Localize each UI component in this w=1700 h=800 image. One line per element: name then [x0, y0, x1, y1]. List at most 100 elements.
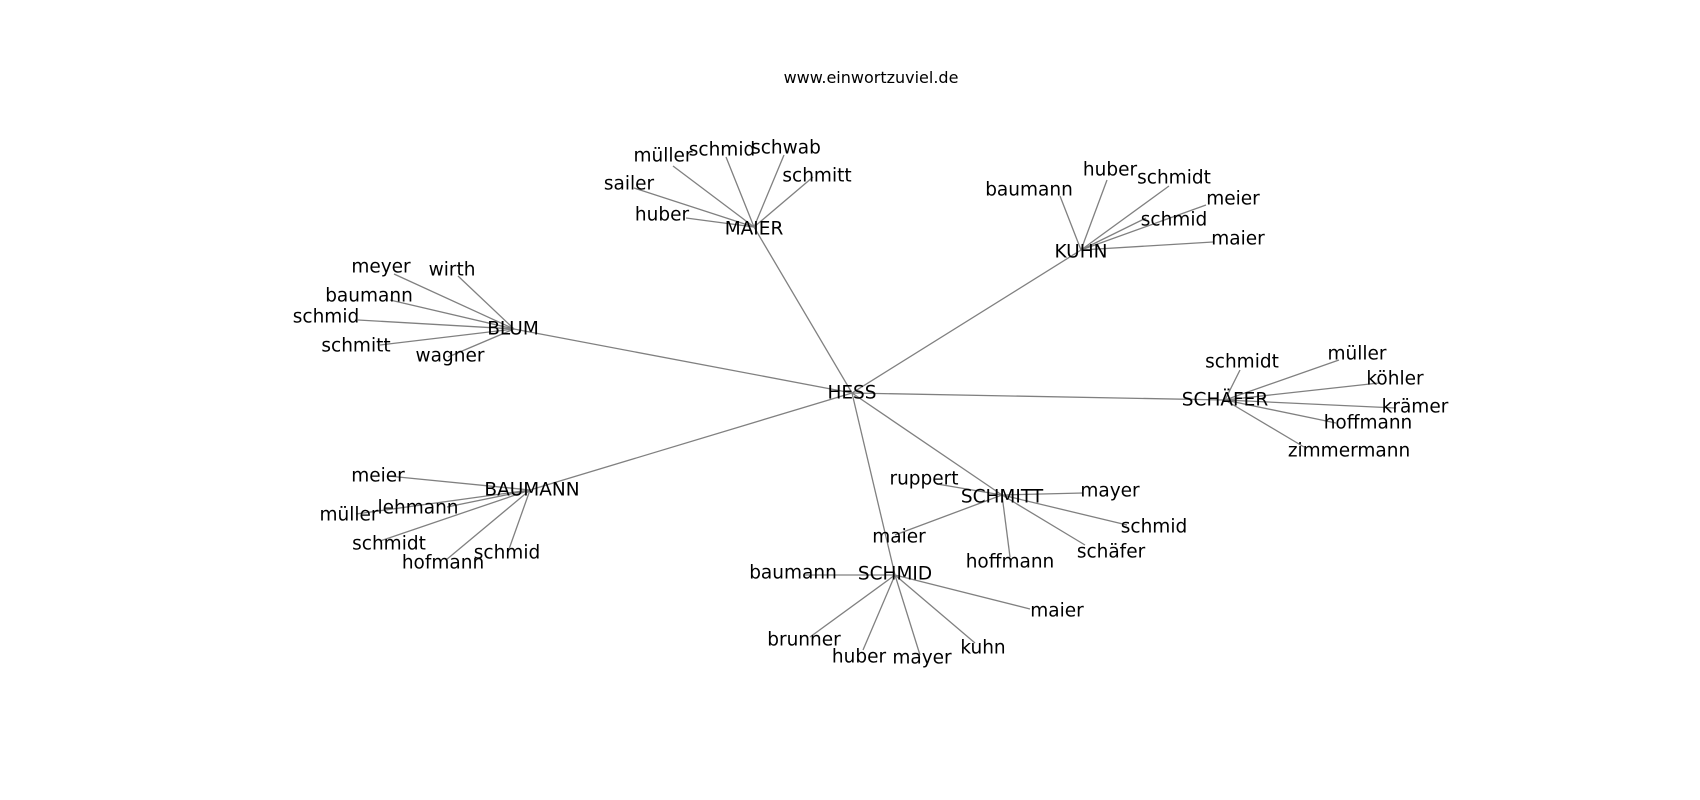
- edge-schmid-huber: [862, 574, 896, 651]
- edge-baumann-hofmann: [445, 489, 531, 561]
- edge-hess-schmitt: [851, 392, 1003, 496]
- edge-maier-schwab: [753, 154, 785, 228]
- node-member-maier-schwab: schwab: [751, 138, 821, 159]
- edge-baumann-mueller: [355, 489, 531, 515]
- edge-schaefer-kraemer: [1224, 399, 1397, 409]
- edge-schmitt-schaefer: [1001, 494, 1086, 546]
- edge-kuhn-meier: [1080, 204, 1207, 251]
- node-member-schaefer-hoffmann: hoffmann: [1324, 413, 1413, 434]
- edge-kuhn-schmid: [1080, 217, 1147, 251]
- edge-schaefer-zimmermann: [1224, 399, 1305, 448]
- edge-schaefer-schmidt: [1224, 369, 1241, 401]
- node-member-schmitt-mayer: mayer: [1080, 481, 1140, 502]
- edge-blum-baumann: [389, 299, 515, 330]
- edge-maier-huber: [685, 217, 755, 228]
- node-member-schmitt-schaefer: schäfer: [1077, 542, 1146, 563]
- edge-kuhn-schmidt: [1080, 185, 1170, 251]
- node-member-schaefer-kraemer: krämer: [1382, 397, 1449, 418]
- edge-schmitt-mayer: [1001, 492, 1084, 496]
- edge-blum-wirth: [457, 275, 515, 330]
- node-group-kuhn: KUHN: [1055, 242, 1108, 263]
- node-group-schmitt: SCHMITT: [961, 487, 1044, 508]
- edge-hess-schmid: [851, 392, 896, 576]
- node-member-baumann-mueller: müller: [319, 505, 378, 526]
- node-group-baumann: BAUMANN: [484, 480, 579, 501]
- node-member-maier-huber: huber: [635, 205, 690, 226]
- node-member-schmid-kuhn: kuhn: [960, 638, 1005, 659]
- node-group-schaefer: SCHÄFER: [1182, 390, 1269, 411]
- node-member-schaefer-zimmermann: zimmermann: [1288, 441, 1410, 462]
- edge-maier-schmitt: [753, 176, 814, 228]
- node-member-schmid-brunner: brunner: [767, 630, 841, 651]
- edge-blum-wagner: [447, 328, 515, 358]
- node-member-blum-schmid: schmid: [293, 307, 359, 328]
- node-member-blum-schmitt: schmitt: [321, 336, 390, 357]
- node-group-schmid: SCHMID: [858, 564, 932, 585]
- node-member-blum-meyer: meyer: [351, 257, 411, 278]
- node-member-schmid-maier: maier: [1030, 601, 1084, 622]
- node-member-schmitt-schmid: schmid: [1121, 517, 1187, 538]
- node-member-kuhn-schmid: schmid: [1141, 210, 1207, 231]
- node-member-baumann-hofmann: hofmann: [402, 553, 484, 574]
- node-member-kuhn-maier: maier: [1211, 229, 1265, 250]
- edge-kuhn-baumann: [1059, 195, 1082, 251]
- label-layer: HESSMAIERmüllerschmidschwabschmittsailer…: [293, 138, 1449, 669]
- node-center-hess: HESS: [827, 383, 876, 404]
- node-member-schmid-baumann: baumann: [749, 563, 837, 584]
- edge-baumann-schmid: [507, 489, 531, 553]
- node-member-maier-schmid: schmid: [689, 140, 755, 161]
- diagram-title: www.einwortzuviel.de: [783, 68, 959, 87]
- node-member-kuhn-schmidt: schmidt: [1137, 168, 1211, 189]
- node-member-baumann-schmidt: schmidt: [352, 534, 426, 555]
- node-member-kuhn-meier: meier: [1206, 189, 1260, 210]
- edge-maier-mueller: [672, 165, 755, 228]
- edge-schaefer-hoffmann: [1224, 399, 1337, 424]
- edge-layer: [355, 154, 1397, 656]
- edge-schaefer-koehler: [1224, 382, 1380, 401]
- node-member-blum-baumann: baumann: [325, 286, 413, 307]
- edge-kuhn-huber: [1080, 179, 1108, 251]
- edge-schmitt-hoffmann: [1001, 494, 1011, 558]
- node-member-schmitt-maier: maier: [872, 527, 926, 548]
- node-group-blum: BLUM: [487, 319, 539, 340]
- node-member-maier-mueller: müller: [633, 146, 692, 167]
- node-member-kuhn-baumann: baumann: [985, 180, 1073, 201]
- node-member-kuhn-huber: huber: [1083, 160, 1138, 181]
- edge-maier-sailer: [633, 187, 755, 228]
- edge-schmitt-schmid: [1001, 494, 1128, 526]
- node-member-schmitt-hoffmann: hoffmann: [966, 552, 1055, 573]
- node-member-schaefer-schmidt: schmidt: [1205, 352, 1279, 373]
- node-member-schmid-mayer: mayer: [892, 648, 952, 669]
- node-member-maier-schmitt: schmitt: [782, 166, 851, 187]
- node-member-schmitt-ruppert: ruppert: [889, 469, 958, 490]
- edge-baumann-schmidt: [379, 489, 531, 542]
- node-member-baumann-meier: meier: [351, 466, 405, 487]
- edge-schmid-kuhn: [894, 574, 976, 644]
- edge-hess-blum: [513, 328, 853, 394]
- edge-baumann-lehmann: [446, 489, 531, 508]
- edge-maier-schmid: [725, 156, 755, 228]
- edge-schmid-mayer: [894, 574, 921, 656]
- node-member-schaefer-mueller: müller: [1327, 344, 1386, 365]
- edge-hess-baumann: [529, 392, 853, 491]
- node-member-schmid-huber: huber: [832, 647, 887, 668]
- edge-blum-meyer: [393, 273, 515, 330]
- edge-hess-maier: [753, 226, 853, 394]
- node-member-baumann-schmid: schmid: [474, 543, 540, 564]
- edge-blum-schmitt: [379, 328, 515, 346]
- edge-baumann-meier: [387, 475, 531, 491]
- edge-schmid-maier: [894, 574, 1031, 610]
- edge-kuhn-maier: [1080, 241, 1214, 251]
- node-member-schaefer-koehler: köhler: [1366, 369, 1424, 390]
- node-member-blum-wagner: wagner: [416, 346, 485, 367]
- edge-hess-schaefer: [851, 392, 1226, 401]
- edge-schmitt-maier: [894, 494, 1003, 536]
- node-member-maier-sailer: sailer: [604, 174, 655, 195]
- node-member-blum-wirth: wirth: [429, 260, 476, 281]
- edge-hess-kuhn: [851, 249, 1082, 394]
- node-member-baumann-lehmann: lehmann: [377, 498, 458, 519]
- edge-schmitt-ruppert: [936, 483, 1003, 496]
- edge-blum-schmid: [357, 319, 515, 330]
